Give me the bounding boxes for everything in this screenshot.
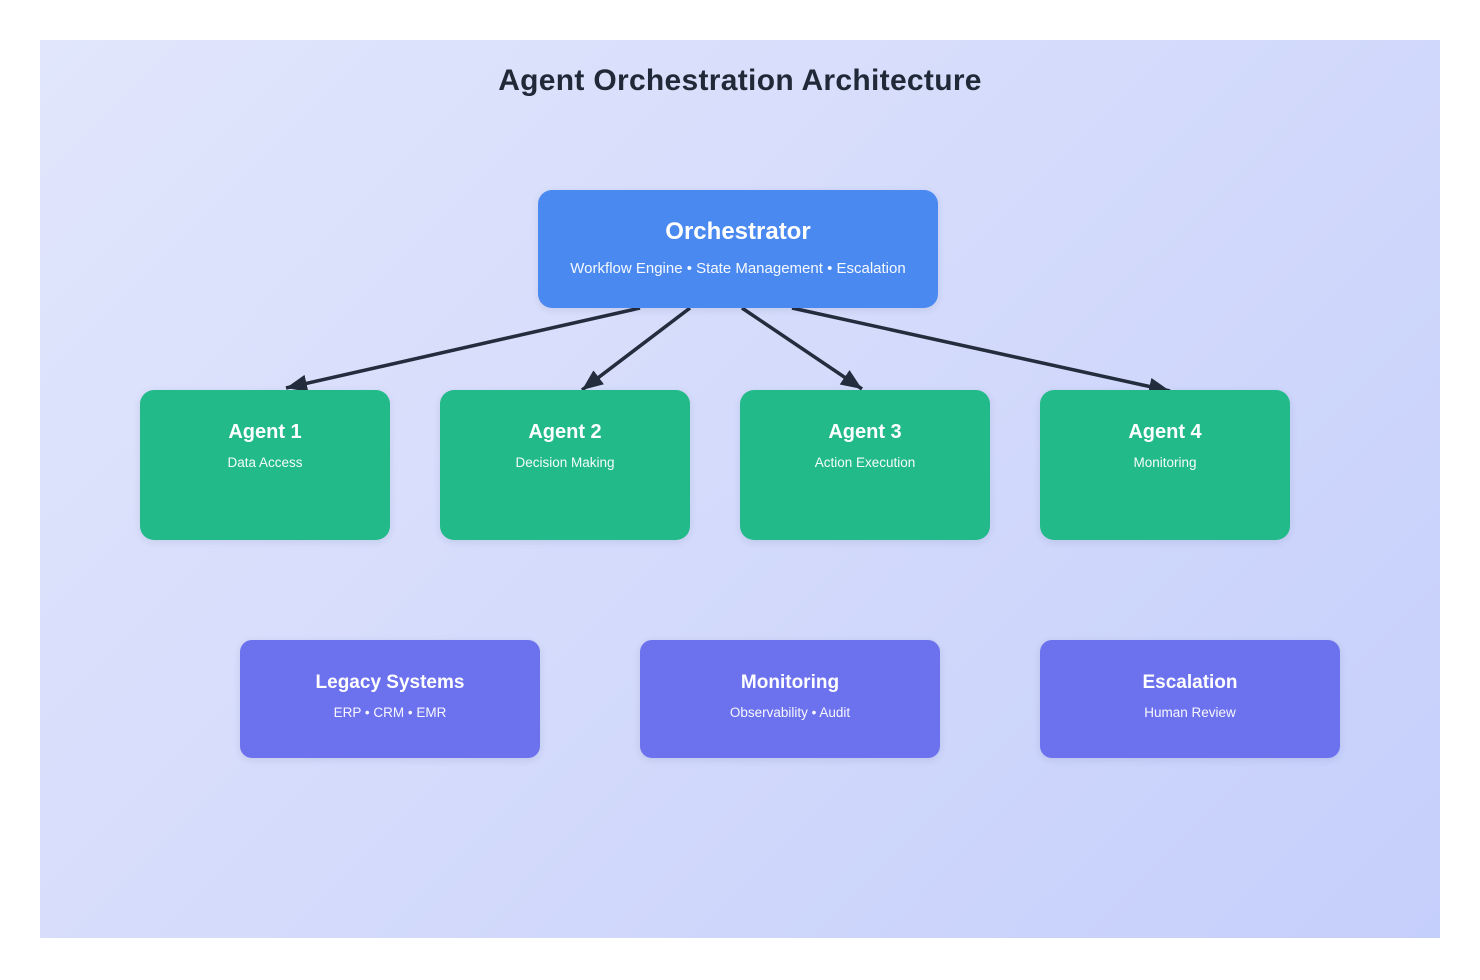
- legacy-systems-subtitle: ERP • CRM • EMR: [333, 705, 447, 720]
- agent-3-node: Agent 3 Action Execution: [740, 390, 990, 540]
- escalation-subtitle: Human Review: [1144, 705, 1236, 720]
- arrow-orchestrator-to-agent-1: [285, 306, 641, 392]
- monitoring-node: Monitoring Observability • Audit: [640, 640, 940, 758]
- arrow-orchestrator-to-agent-3: [741, 306, 863, 391]
- orchestrator-title: Orchestrator: [665, 218, 811, 245]
- agent-4-subtitle: Monitoring: [1133, 455, 1197, 470]
- agent-2-node: Agent 2 Decision Making: [440, 390, 690, 540]
- page-title: Agent Orchestration Architecture: [498, 64, 982, 97]
- agent-4-node: Agent 4 Monitoring: [1040, 390, 1290, 540]
- agent-1-node: Agent 1 Data Access: [140, 390, 390, 540]
- arrow-orchestrator-to-agent-4: [791, 306, 1171, 396]
- agent-1-title: Agent 1: [228, 421, 302, 443]
- orchestrator-subtitle: Workflow Engine • State Management • Esc…: [570, 260, 906, 277]
- agent-2-title: Agent 2: [528, 421, 602, 443]
- agent-1-subtitle: Data Access: [227, 455, 303, 470]
- escalation-node: Escalation Human Review: [1040, 640, 1340, 758]
- orchestrator-node: Orchestrator Workflow Engine • State Man…: [538, 190, 938, 308]
- escalation-title: Escalation: [1142, 672, 1238, 693]
- legacy-systems-node: Legacy Systems ERP • CRM • EMR: [240, 640, 540, 758]
- agent-4-title: Agent 4: [1128, 421, 1202, 443]
- agent-3-subtitle: Action Execution: [814, 455, 916, 470]
- arrow-orchestrator-to-agent-2: [580, 306, 692, 392]
- agent-2-subtitle: Decision Making: [515, 455, 615, 470]
- diagram-canvas: Agent Orchestration Architecture Orchest…: [40, 40, 1440, 938]
- monitoring-subtitle: Observability • Audit: [729, 705, 851, 720]
- monitoring-title: Monitoring: [740, 672, 840, 693]
- agent-3-title: Agent 3: [828, 421, 902, 443]
- legacy-systems-title: Legacy Systems: [315, 672, 465, 693]
